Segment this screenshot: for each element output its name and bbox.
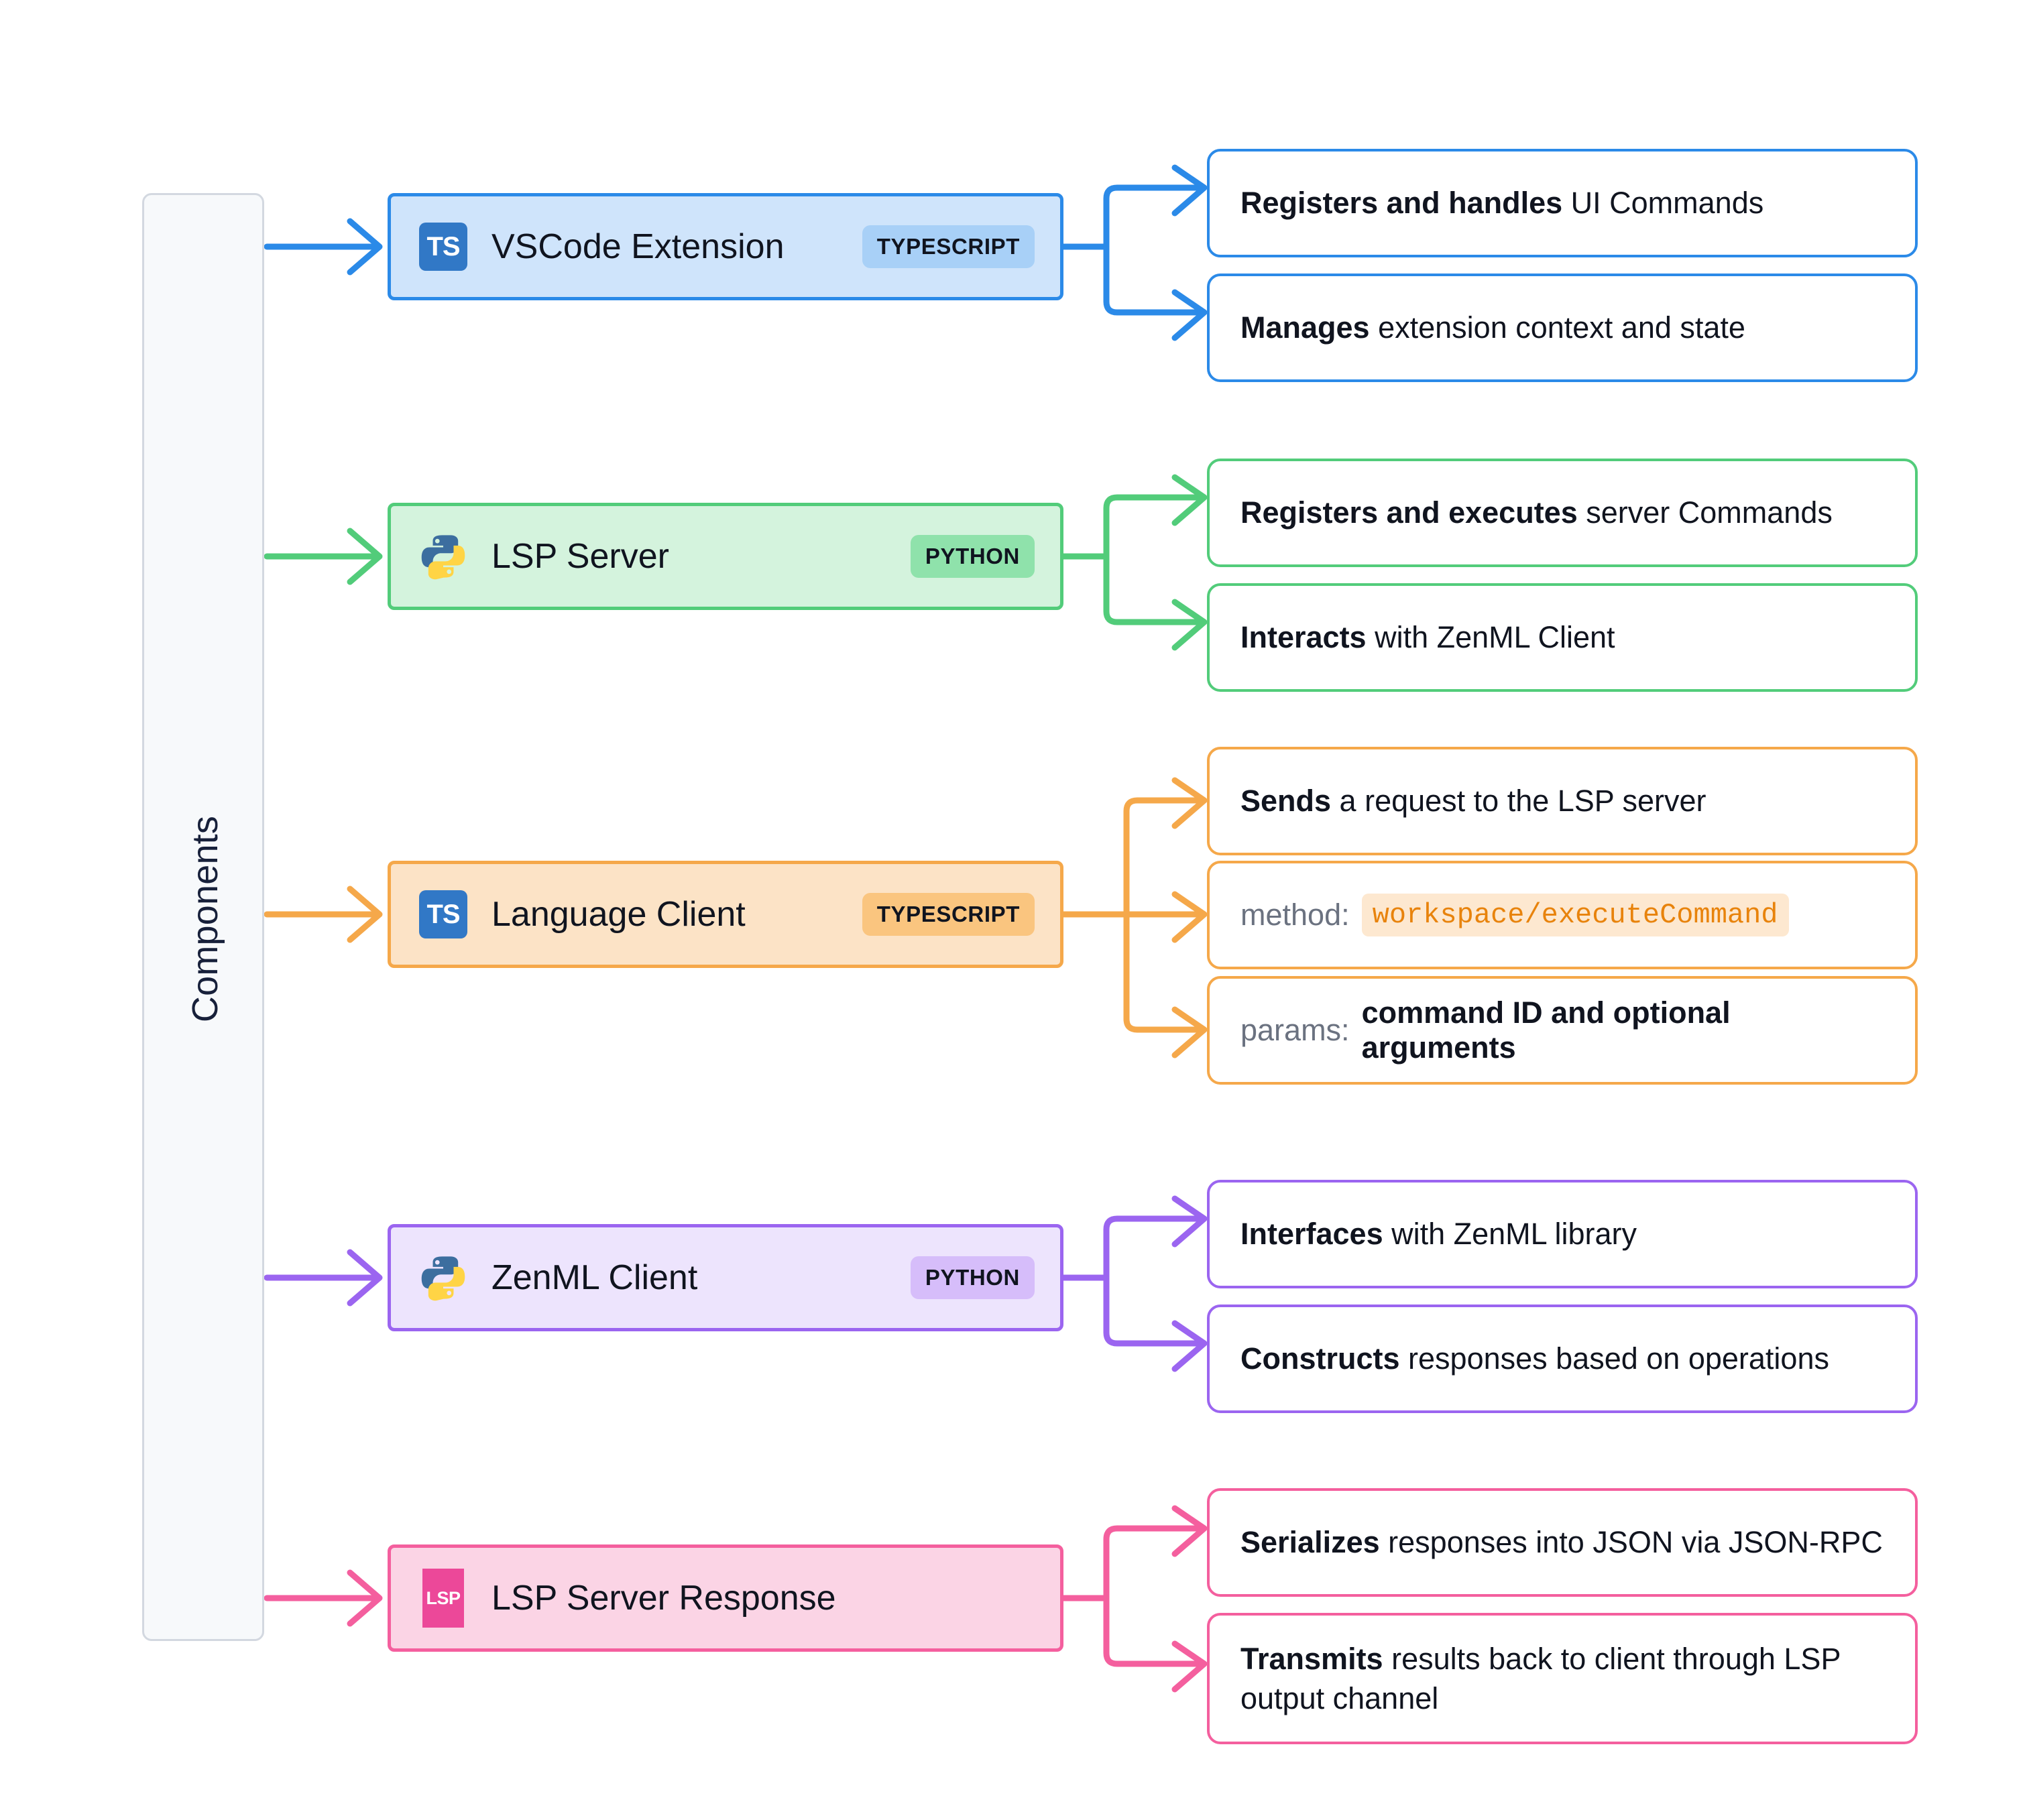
detail-text: Registers and executes server Commands	[1240, 493, 1833, 532]
detail-rest: responses into JSON via JSON-RPC	[1379, 1525, 1883, 1560]
detail-bold: Transmits	[1240, 1641, 1383, 1676]
node-title: LSP Server	[491, 537, 669, 576]
detail-box-method[interactable]: method: workspace/executeCommand	[1207, 861, 1918, 969]
detail-text: Interacts with ZenML Client	[1240, 617, 1615, 657]
node-title: VSCode Extension	[491, 227, 785, 266]
node-title: Language Client	[491, 895, 746, 934]
typescript-icon-glyph: TS	[419, 890, 467, 938]
detail-rest: with ZenML library	[1383, 1217, 1637, 1252]
detail-bold: Manages	[1240, 310, 1370, 345]
detail-box[interactable]: Sends a request to the LSP server	[1207, 747, 1918, 855]
node-tech-badge	[1005, 1589, 1035, 1607]
node-title: LSP Server Response	[491, 1579, 836, 1618]
detail-box[interactable]: Manages extension context and state	[1207, 274, 1918, 382]
detail-box[interactable]: Interacts with ZenML Client	[1207, 583, 1918, 692]
typescript-icon: TS	[416, 888, 470, 941]
detail-bold: Constructs	[1240, 1341, 1400, 1376]
node-lsp-server[interactable]: LSP Server PYTHON	[388, 503, 1063, 610]
detail-box[interactable]: Registers and handles UI Commands	[1207, 149, 1918, 257]
method-key: method:	[1240, 898, 1350, 932]
params-value: command ID and optional arguments	[1361, 995, 1731, 1065]
detail-rest: with ZenML Client	[1366, 620, 1615, 655]
detail-text: Constructs responses based on operations	[1240, 1339, 1829, 1378]
node-tech-badge: PYTHON	[910, 1256, 1035, 1299]
detail-rest: UI Commands	[1562, 186, 1764, 221]
detail-box[interactable]: Transmits results back to client through…	[1207, 1613, 1918, 1744]
params-row: params: command ID and optional argument…	[1240, 995, 1884, 1065]
node-title: ZenML Client	[491, 1258, 698, 1297]
node-zenml-client[interactable]: ZenML Client PYTHON	[388, 1224, 1063, 1331]
node-tech-badge: TYPESCRIPT	[862, 225, 1035, 268]
lsp-icon: LSP	[416, 1569, 470, 1628]
python-icon	[416, 530, 470, 583]
detail-bold: Sends	[1240, 784, 1332, 818]
params-key: params:	[1240, 1013, 1350, 1047]
detail-text: Manages extension context and state	[1240, 308, 1745, 347]
detail-bold: Registers and handles	[1240, 186, 1563, 221]
node-tech-badge: TYPESCRIPT	[862, 893, 1035, 936]
detail-box[interactable]: Registers and executes server Commands	[1207, 459, 1918, 567]
typescript-icon-glyph: TS	[419, 223, 467, 271]
detail-box[interactable]: Interfaces with ZenML library	[1207, 1180, 1918, 1288]
detail-bold: Registers and executes	[1240, 495, 1578, 530]
detail-box-params[interactable]: params: command ID and optional argument…	[1207, 976, 1918, 1085]
python-icon-glyph	[421, 535, 465, 580]
detail-text: Transmits results back to client through…	[1240, 1639, 1884, 1719]
detail-rest: a request to the LSP server	[1331, 784, 1706, 818]
method-code-value: workspace/executeCommand	[1361, 894, 1789, 936]
detail-box[interactable]: Constructs responses based on operations	[1207, 1305, 1918, 1413]
python-icon	[416, 1251, 470, 1305]
python-icon-glyph	[421, 1256, 465, 1301]
detail-bold: Serializes	[1240, 1525, 1380, 1560]
lsp-icon-glyph: LSP	[422, 1569, 464, 1628]
detail-box[interactable]: Serializes responses into JSON via JSON-…	[1207, 1488, 1918, 1597]
detail-rest: extension context and state	[1369, 310, 1745, 345]
node-tech-badge: PYTHON	[910, 535, 1035, 578]
typescript-icon: TS	[416, 220, 470, 274]
components-rail-label: Components	[144, 195, 266, 1643]
detail-text: Serializes responses into JSON via JSON-…	[1240, 1522, 1883, 1562]
detail-rest: responses based on operations	[1399, 1341, 1829, 1376]
detail-bold: Interacts	[1240, 620, 1367, 655]
components-rail: Components	[142, 193, 264, 1641]
node-language-client[interactable]: TS Language Client TYPESCRIPT	[388, 861, 1063, 968]
components-rail-text: Components	[185, 815, 225, 1023]
detail-text: Sends a request to the LSP server	[1240, 781, 1706, 821]
detail-text: Registers and handles UI Commands	[1240, 183, 1763, 223]
method-row: method: workspace/executeCommand	[1240, 894, 1789, 936]
detail-text: Interfaces with ZenML library	[1240, 1214, 1637, 1254]
detail-rest: server Commands	[1577, 495, 1833, 530]
detail-bold: Interfaces	[1240, 1217, 1383, 1252]
node-lsp-server-response[interactable]: LSP LSP Server Response	[388, 1544, 1063, 1652]
node-vscode-extension[interactable]: TS VSCode Extension TYPESCRIPT	[388, 193, 1063, 300]
detail-rest: results back to client through LSP outpu…	[1240, 1641, 1841, 1715]
